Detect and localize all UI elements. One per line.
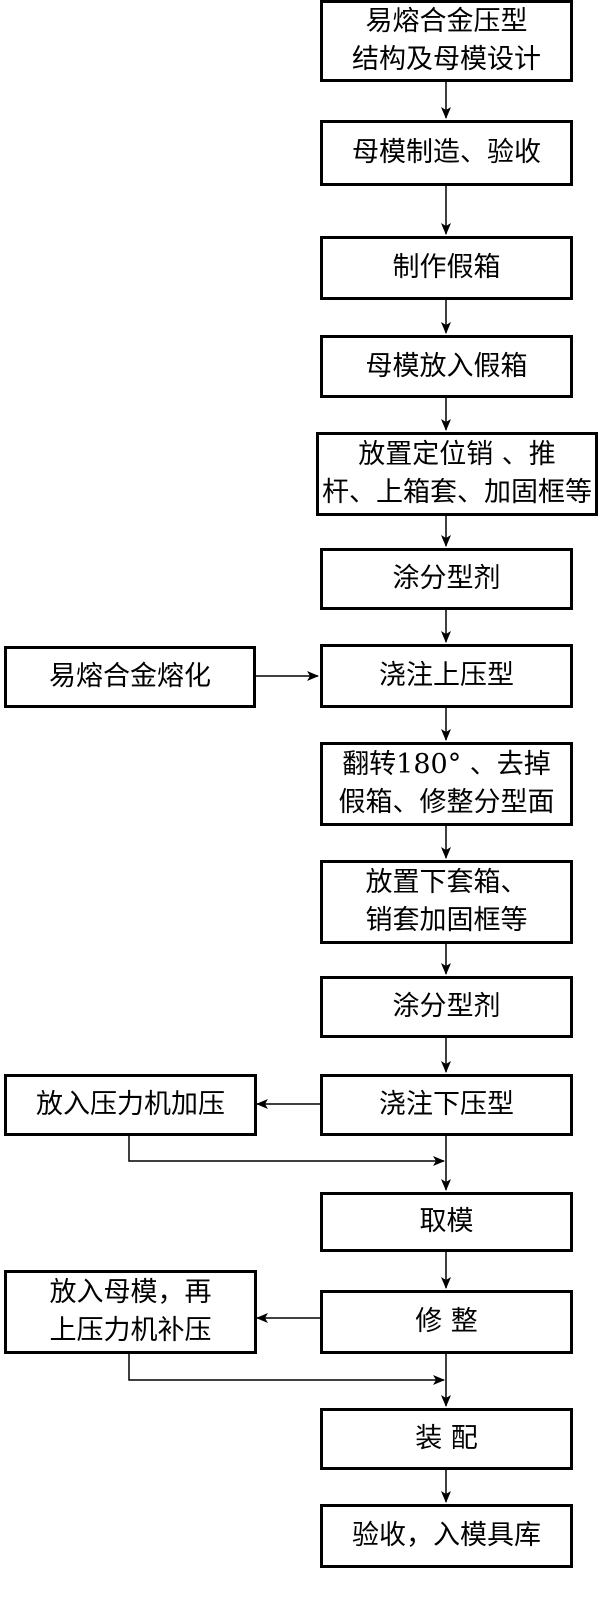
step-coat-2: 涂分型剂 (320, 976, 573, 1038)
step-flip: 翻转180° 、去掉 假箱、修整分型面 (320, 742, 573, 826)
step-place-parts: 放置定位销 、推 杆、上箱套、加固框等 (316, 432, 598, 516)
side-melt-alloy: 易熔合金熔化 (4, 646, 256, 708)
step-design: 易熔合金压型 结构及母模设计 (320, 0, 573, 82)
step-pour-upper: 浇注上压型 (320, 644, 573, 708)
step-remove-mold: 取模 (320, 1192, 573, 1252)
step-accept: 验收，入模具库 (320, 1504, 573, 1568)
step-coat-1: 涂分型剂 (320, 548, 573, 610)
side-re-press: 放入母模，再 上压力机补压 (4, 1270, 257, 1354)
step-make-master: 母模制造、验收 (320, 120, 573, 186)
step-pour-lower: 浇注下压型 (320, 1074, 573, 1136)
step-assemble: 装 配 (320, 1408, 573, 1470)
arrow-re-press-return (128, 1354, 445, 1385)
arrow-press-return (128, 1136, 445, 1166)
step-master-into-dummy: 母模放入假箱 (320, 335, 573, 398)
side-press: 放入压力机加压 (4, 1074, 257, 1136)
step-make-dummy: 制作假箱 (320, 236, 573, 300)
step-trim: 修 整 (320, 1290, 573, 1354)
step-place-lower: 放置下套箱、 销套加固框等 (320, 860, 573, 944)
